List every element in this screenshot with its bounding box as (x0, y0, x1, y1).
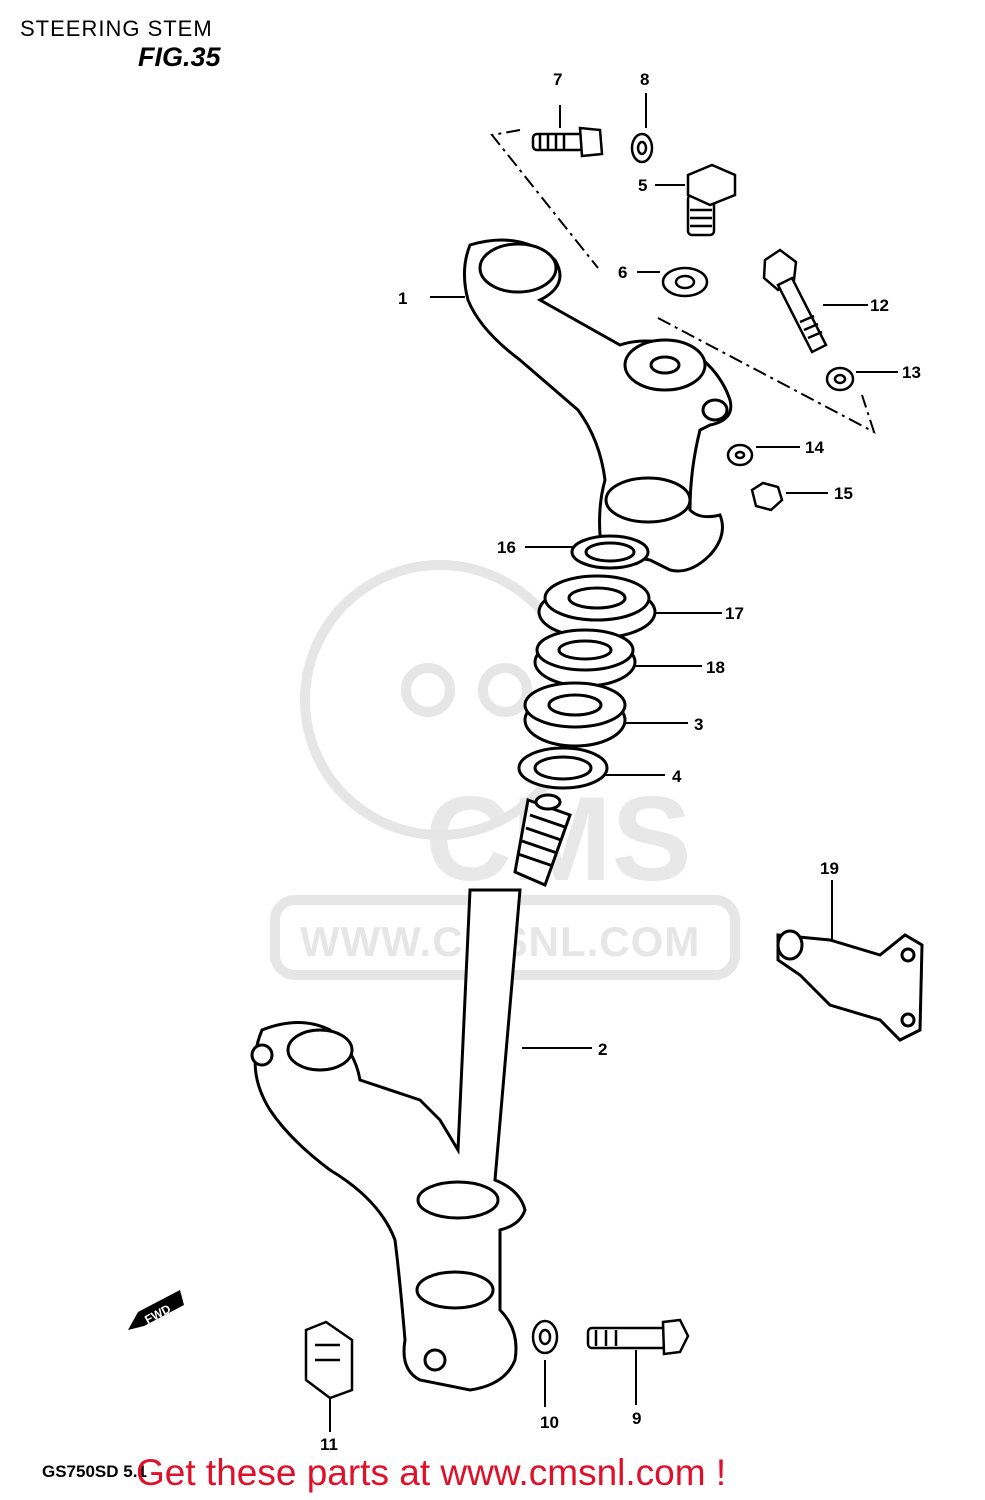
callout-18: 18 (706, 658, 725, 677)
callout-8: 8 (640, 70, 649, 89)
callout-16: 16 (497, 538, 516, 557)
part-race-17 (537, 574, 657, 640)
callout-12: 12 (870, 296, 889, 315)
callout-6: 6 (618, 263, 627, 282)
callout-7: 7 (553, 70, 562, 89)
leader-lines (329, 93, 898, 1432)
callout-13: 13 (902, 363, 921, 382)
part-washer-14 (726, 443, 754, 467)
part-bolt-9 (586, 1318, 690, 1356)
part-bearing-3 (523, 681, 627, 748)
part-steering-stem-2 (250, 793, 572, 1392)
part-bearing-18 (533, 628, 637, 688)
callout-4: 4 (672, 767, 682, 786)
callout-15: 15 (834, 484, 853, 503)
part-washer-13 (825, 366, 855, 392)
promo-link[interactable]: Get these parts at www.cmsnl.com ! (136, 1452, 727, 1493)
callout-9: 9 (632, 1409, 641, 1428)
callout-3: 3 (694, 715, 703, 734)
part-washer-4 (517, 746, 609, 790)
part-bolt-12 (762, 248, 828, 354)
part-clip-11 (304, 1320, 354, 1400)
callout-17: 17 (725, 604, 744, 623)
part-seal-16 (570, 534, 650, 570)
callout-5: 5 (638, 176, 647, 195)
part-bolt-5 (686, 163, 737, 237)
part-upper-bracket-1 (463, 238, 733, 573)
figure-number: FIG.35 (138, 42, 221, 72)
forward-arrow-icon: FWD (128, 1290, 184, 1330)
callouts: 1 2 3 4 5 6 7 8 9 10 11 12 13 14 15 16 1… (320, 70, 921, 1454)
part-lock-19 (776, 929, 924, 1042)
callout-19: 19 (820, 859, 839, 878)
callout-11: 11 (320, 1435, 338, 1454)
part-nut-15 (750, 481, 784, 512)
callout-1: 1 (398, 289, 407, 308)
callout-10: 10 (540, 1413, 559, 1432)
part-bolt-7 (531, 126, 604, 158)
part-washer-6 (661, 266, 709, 298)
part-washer-8 (630, 132, 654, 164)
diagram-title: STEERING STEM (20, 16, 213, 41)
callout-2: 2 (598, 1040, 607, 1059)
part-washer-10 (531, 1319, 559, 1355)
model-code: GS750SD 5.1 (42, 1462, 147, 1481)
callout-14: 14 (805, 438, 824, 457)
